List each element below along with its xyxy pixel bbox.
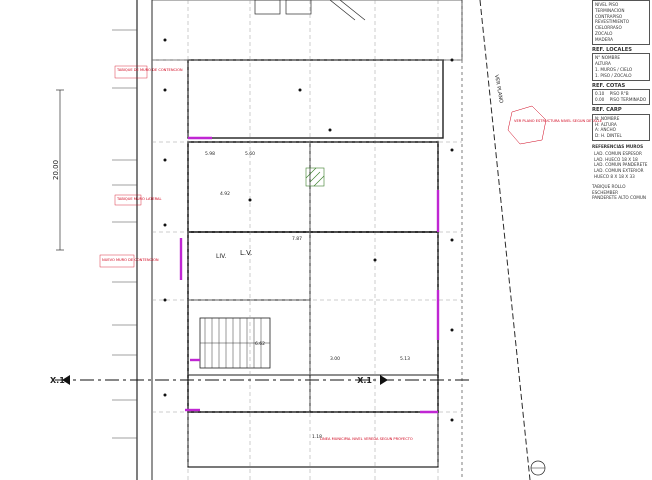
legend-line: LAD. COMUN PANDERETE [594,162,648,168]
legend-footer: TABIQUE ROLLO ESCHEMBER PANDERETE ALTO C… [592,184,650,201]
section-marker-right: X.1 [357,376,372,385]
dim-label: 5.13 [400,356,410,362]
legend-line: ALTURA [595,61,611,67]
legend-value: PISO TERMINADO [609,97,647,103]
dim-label: 3.00 [330,356,340,362]
dim-label: 1.18 [312,434,322,440]
ref-locales: REF. LOCALES N° NOMBRE ALTURA 1. MUROS /… [592,46,650,81]
ref-cotas: REF. COTAS 0.10 PISO R°B 0.00 PISO TERMI… [592,82,650,105]
legend-line: ZOCALO [595,30,613,36]
legend-line: N: NOMBRE [595,115,620,121]
legend-title: REF. LOCALES [592,46,633,53]
north-marker [530,460,546,476]
legend-line: LAD. COMUN ESPESOR [594,150,642,156]
red-note: LINEA MUNICIPAL NIVEL VEREDA SEGUN PROYE… [320,437,413,441]
left-reference-markers [112,29,137,439]
legend-line: N° NOMBRE [595,55,621,61]
ref-muros: REFERENCIAS MUROS LAD. COMUN ESPESOR LAD… [592,144,650,181]
legend-value: 0.10 [595,91,605,97]
legend-line: PANDERETE ALTO COMUN [592,195,647,201]
legend-line: H: ALTURA [595,121,617,127]
level-markers [163,38,454,422]
room-walls [187,59,444,468]
red-note: TABIQUE MURO LATERAL [116,197,162,201]
legend-line: A: ANCHO [595,127,616,133]
dim-label: 5.98 [205,151,215,157]
legend-line: HUECO 8 X 18 X 33 [594,173,635,179]
red-note: TABIQUE DE MURO DE CONTENCION [116,68,183,72]
red-notes: TABIQUE DE MURO DE CONTENCION TABIQUE MU… [99,65,603,441]
red-note: NUEVO MURO DE CONTENCION [102,258,159,262]
room-label: LIV. [216,253,226,260]
room-annotations: LIV. L.V. 5.98 4.92 5.60 7.87 6.62 5.13 … [205,74,504,440]
accent-walls [179,136,440,414]
dimension-label: 20.00 [52,160,60,180]
red-note: VER PLANO ESTRUCTURA NIVEL SEGUN DETALLE [514,119,603,123]
property-boundary [136,0,531,480]
legend-value: 0.00 [595,97,605,103]
section-line: X.1 X.1 [50,375,470,385]
legend-title: REF. CARP [592,106,622,113]
stair-treads [200,318,270,368]
legend-line: LAD. HUECO 18 X 18 [594,156,638,162]
legend-finishes: NIVEL PISO TERMINACION CONTRAPISO REVEST… [592,0,650,45]
ref-carp: REF. CARP N: NOMBRE H: ALTURA A: ANCHO D… [592,106,650,141]
legend-panel: NIVEL PISO TERMINACION CONTRAPISO REVEST… [592,0,650,245]
dim-label: 4.92 [220,191,230,197]
legend-line: CONTRAPISO [595,13,623,19]
section-marker-left: X.1 [50,376,65,385]
vertical-dimension: 20.00 [52,89,64,251]
legend-line: MADERA [595,36,613,42]
legend-line: LAD. COMUN EXTERIOR [594,168,644,174]
room-label: L.V. [240,249,252,257]
legend-line: TABIQUE ROLLO ESCHEMBER [592,183,626,195]
legend-value: PISO R°B [609,91,629,97]
legend-line: D: H. DINTEL [595,133,622,139]
legend-line: REVESTIMIENTO [595,19,629,25]
legend-line: 1. MUROS / CIELO [595,66,633,72]
legend-line: CIELORRASO [595,25,622,31]
dim-label: 6.62 [255,341,265,347]
dim-label: 5.60 [245,151,255,157]
dim-label: 7.87 [292,236,302,242]
legend-line: 1. PISO / ZOCALO [595,72,632,78]
legend-title: REF. COTAS [592,82,626,89]
planted-area [305,167,325,187]
legend-title: REFERENCIAS MUROS [592,143,644,149]
legend-line: NIVEL PISO [595,2,619,7]
grid-axes [152,0,462,480]
top-label: VER PLANO [493,74,504,103]
top-terrace [151,0,463,61]
legend-line: TERMINACION [595,7,625,13]
